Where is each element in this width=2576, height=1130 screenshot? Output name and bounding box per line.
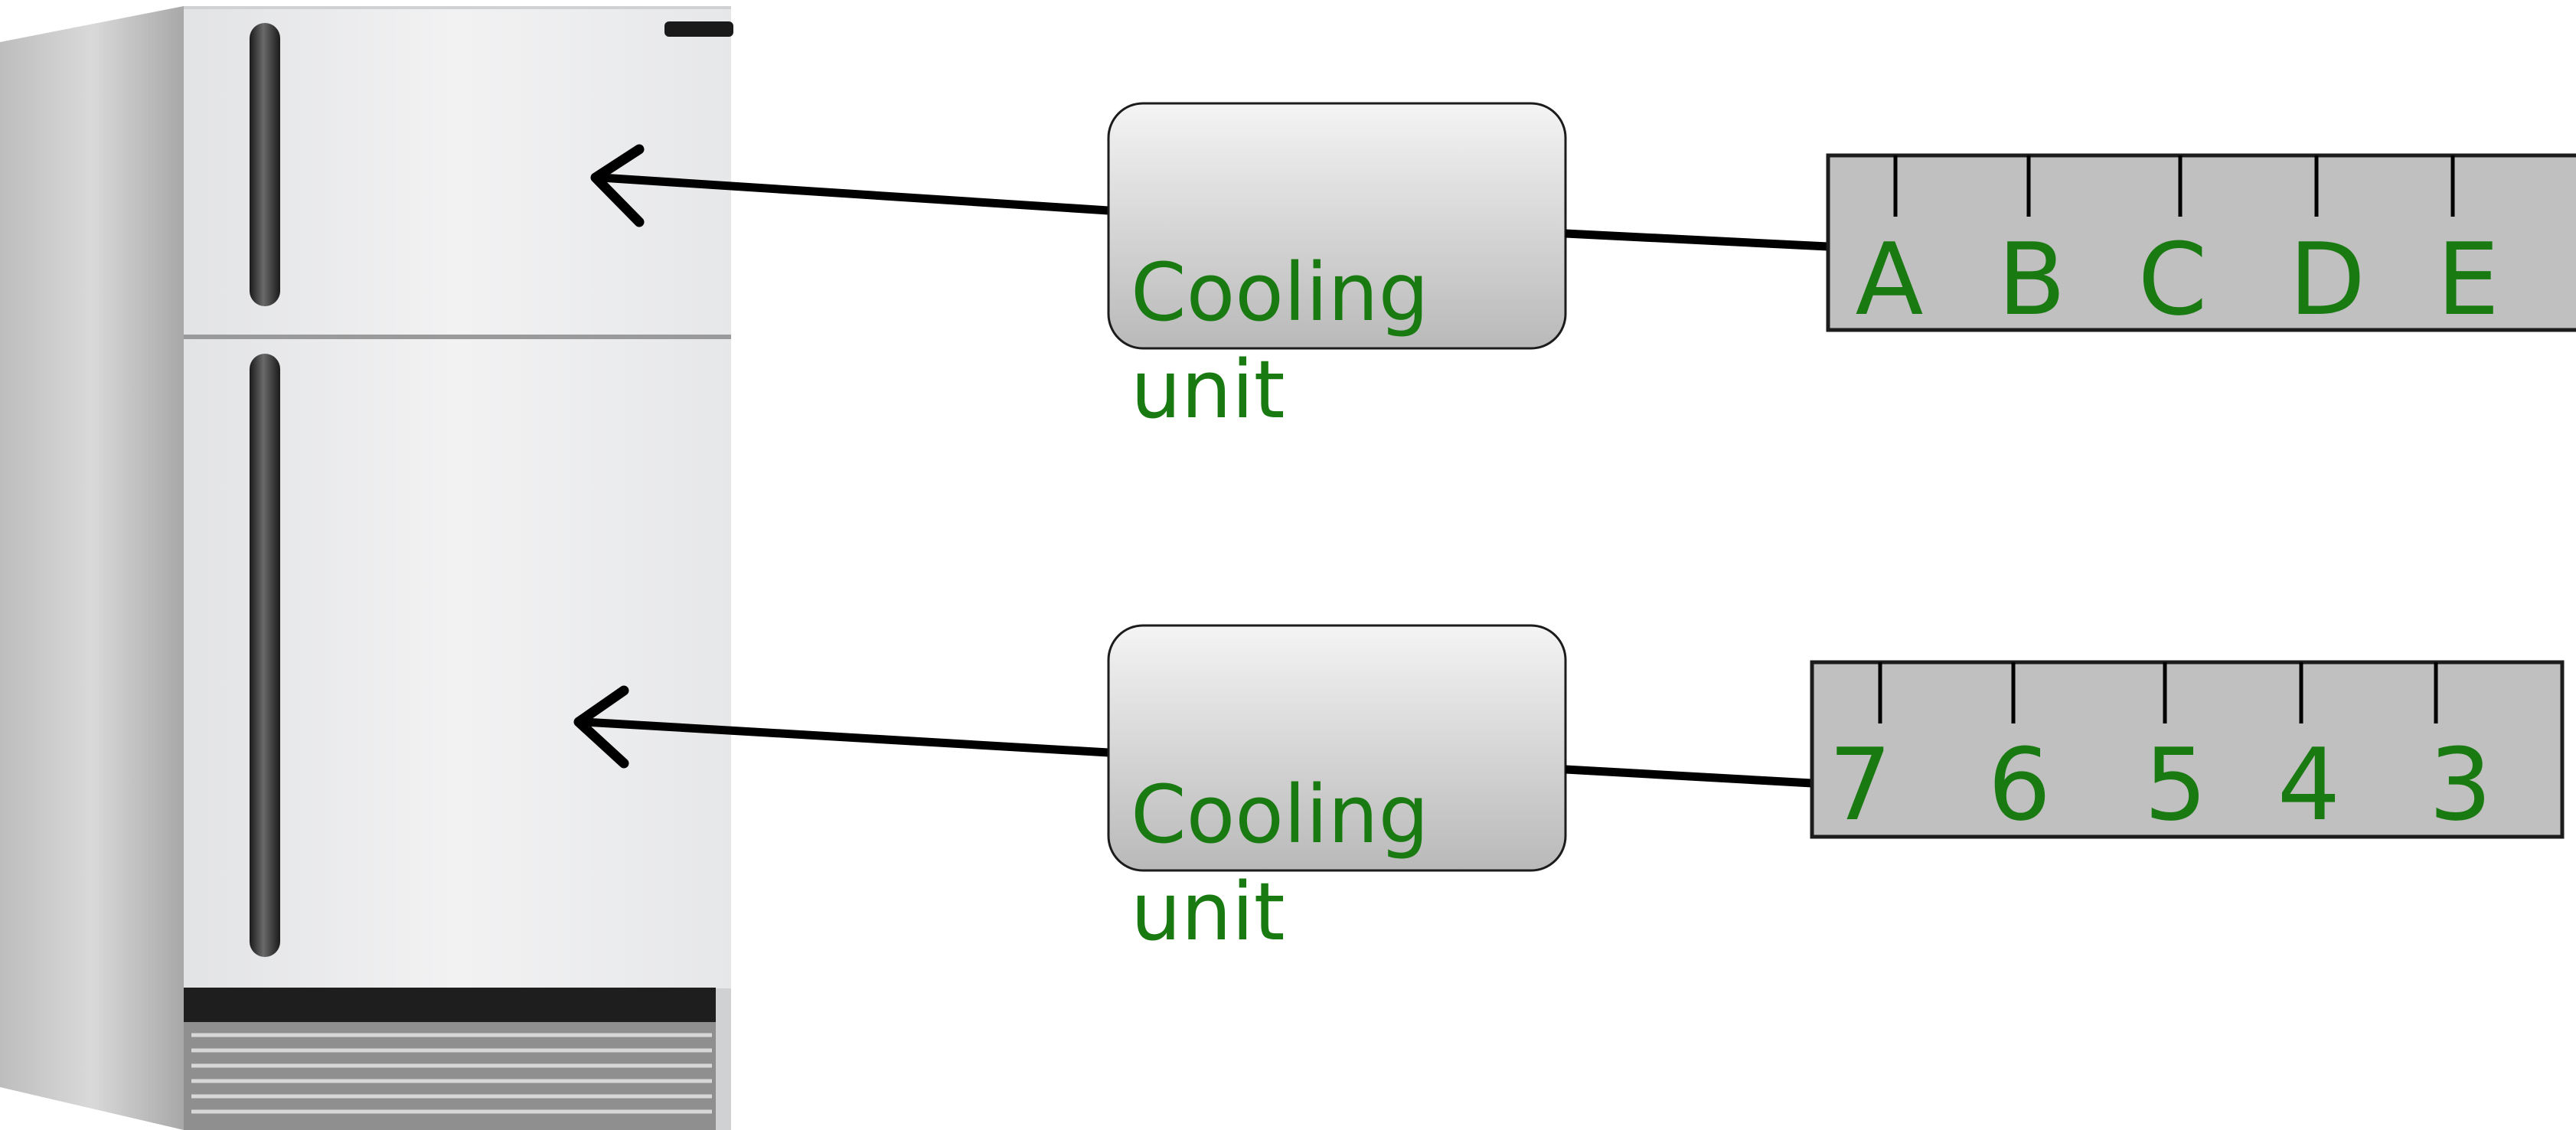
scale-label-7: 7 <box>1829 727 1892 843</box>
top-hinge <box>664 21 733 37</box>
scale-label-5: 5 <box>2144 727 2208 843</box>
scale-label-c: C <box>2138 221 2208 338</box>
scale-label-d: D <box>2289 221 2365 338</box>
freezer-door-handle <box>250 23 280 306</box>
scale-label-b: B <box>1997 221 2065 338</box>
cooling-unit-lower-line1: Cooling <box>1131 768 1429 861</box>
scale-numbers-ticks <box>1878 662 2438 723</box>
cooling-unit-upper-line1: Cooling <box>1131 246 1429 339</box>
cooling-unit-upper-line2: unit <box>1131 343 1285 436</box>
scale-label-3: 3 <box>2429 727 2493 843</box>
base-trim <box>184 988 716 1022</box>
scale-label-4: 4 <box>2277 727 2341 843</box>
fridge-door-handle <box>250 354 280 957</box>
lower-arrow-line <box>583 717 1109 757</box>
base-grille <box>184 1022 716 1130</box>
scale-label-a: A <box>1856 221 1924 338</box>
upper-connector-line <box>1565 229 1829 251</box>
cooling-unit-lower-line2: unit <box>1131 865 1285 959</box>
lower-connector-line <box>1565 765 1813 788</box>
lower-arrowhead <box>573 685 629 769</box>
upper-arrowhead <box>590 144 645 227</box>
grille-slats <box>191 1033 712 1114</box>
door-gap <box>184 335 731 339</box>
scale-letters-ticks <box>1893 155 2455 217</box>
upper-arrow-line <box>600 173 1109 215</box>
scale-label-e: E <box>2437 221 2499 338</box>
scale-label-6: 6 <box>1988 727 2052 843</box>
refrigerator-image <box>0 6 733 1130</box>
cooling-unit-box-lower <box>1107 624 1567 872</box>
cooling-unit-box-upper <box>1107 102 1567 350</box>
scale-letters <box>1826 153 2576 332</box>
fridge-side-panel <box>0 6 184 1130</box>
